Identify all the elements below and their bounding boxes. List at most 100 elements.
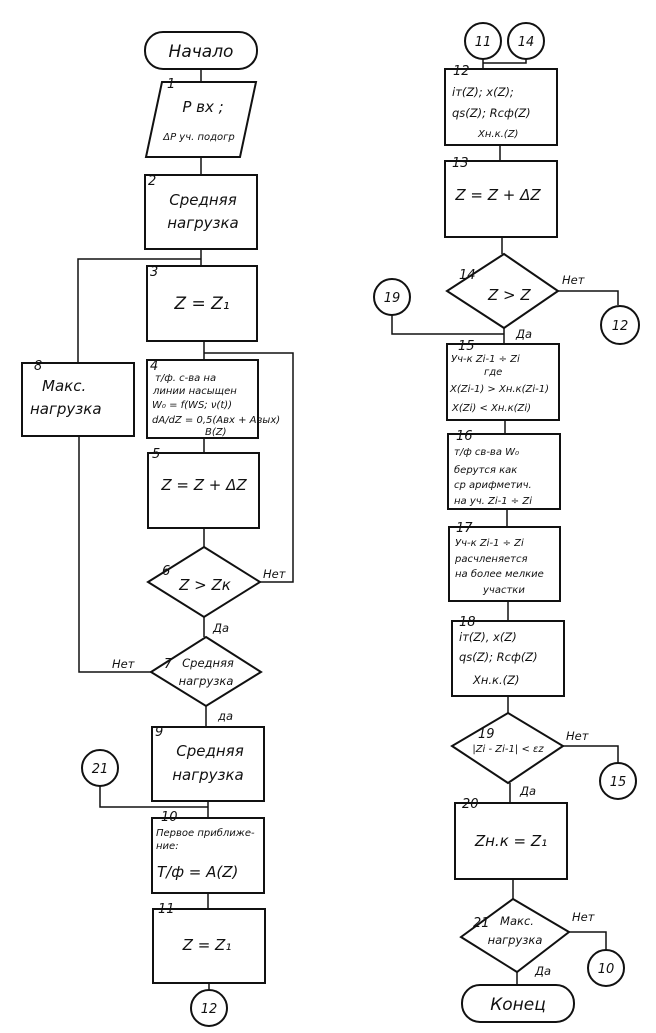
block-16-line-4: на уч. Zi-1 ÷ Zi	[454, 496, 532, 507]
connector-line	[563, 745, 619, 763]
connector-11: 11	[464, 22, 502, 60]
block-17-line-2: расчленяется	[454, 554, 527, 565]
block-5-number: 5	[152, 447, 160, 462]
block-4-line-1: т/ф. с-ва на	[155, 373, 216, 384]
block-7-yes-label: да	[217, 709, 233, 723]
block-10-number: 10	[161, 810, 178, 825]
block-9-line-2: нагрузка	[172, 766, 244, 784]
block-17-number: 17	[456, 521, 473, 536]
block-18-line-1: iт(Z), x(Z)	[459, 630, 517, 644]
block-7-no-label: Нет	[112, 657, 135, 671]
block-7-line-2: нагрузка	[179, 674, 234, 688]
block-1-line-2: ΔP уч. подогр	[162, 132, 235, 143]
block-8-line-2: нагрузка	[30, 400, 102, 418]
block-12-line-2: qs(Z); Rсф(Z)	[452, 106, 531, 120]
block-21-decision-max-load: 21 Макс. нагрузка	[459, 897, 571, 974]
block-4-thermo-properties: 4 т/ф. с-ва на линии насыщен W₀ = f(WS; …	[146, 359, 280, 439]
block-17-segment-split: 17 Уч-к Zi-1 ÷ Zi расчленяется на более …	[448, 521, 561, 602]
connector-line	[569, 931, 607, 951]
connector-14-label: 14	[518, 35, 535, 50]
connector-12-bottom: 12	[190, 989, 228, 1027]
block-3-z-init: 3 Z = Z₁	[146, 265, 258, 342]
block-7-decision-average-load: 7 Средняя нагрузка	[149, 635, 263, 708]
block-6-decision-z-gt-zk: 6 Z > Zк	[146, 545, 262, 619]
block-8-number: 8	[34, 359, 42, 374]
connector-line	[558, 290, 619, 305]
block-5-z-increment: 5 Z = Z + ΔZ	[147, 447, 260, 529]
block-10-first-approximation: 10 Первое приближе- ние: T/ф = A(Z)	[151, 810, 265, 894]
connector-15: 15	[599, 762, 637, 800]
block-3-number: 3	[150, 265, 158, 280]
connector-15-label: 15	[610, 775, 627, 790]
block-4-number: 4	[150, 359, 158, 374]
block-3-line-1: Z = Z₁	[173, 294, 229, 314]
block-18-parameters: 18 iт(Z), x(Z) qs(Z); Rсф(Z) Xн.к.(Z)	[451, 615, 565, 697]
block-12-number: 12	[453, 64, 470, 79]
block-4-line-4: dA/dZ = 0,5(Aвх + Aвых)	[152, 415, 280, 426]
block-18-line-3: Xн.к.(Z)	[472, 673, 520, 687]
connector-line	[483, 59, 527, 64]
connector-10: 10	[587, 949, 625, 987]
connector-19: 19	[373, 278, 411, 316]
block-6-line-1: Z > Zк	[178, 576, 231, 594]
block-18-number: 18	[459, 615, 476, 630]
connector-11-label: 11	[475, 35, 492, 50]
block-7-line-1: Средняя	[182, 656, 234, 670]
block-6-number: 6	[162, 564, 170, 579]
block-2-number: 2	[148, 174, 156, 189]
block-2-line-1: Средняя	[169, 191, 236, 209]
block-19-decision-convergence: 19 |Zi - Zi-1| < εz	[450, 711, 565, 785]
block-14-number: 14	[459, 268, 476, 283]
block-20-assignment: 20 Zн.к = Z₁	[454, 797, 568, 880]
block-19-number: 19	[478, 727, 495, 742]
block-4-line-2: линии насыщен	[152, 386, 237, 397]
block-10-line-3: T/ф = A(Z)	[157, 863, 238, 881]
connector-line-from-21	[99, 786, 208, 808]
block-14-yes-label: Да	[515, 327, 532, 341]
connector-line-block-7-no	[78, 436, 152, 673]
block-19-line-1: |Zi - Zi-1| < εz	[472, 744, 544, 755]
block-14-line-1: Z > Z	[487, 286, 531, 304]
block-5-line-1: Z = Z + ΔZ	[160, 476, 247, 494]
block-11-z-init: 11 Z = Z₁	[152, 902, 266, 984]
block-11-line-1: Z = Z₁	[182, 936, 232, 954]
block-2-average-load: 2 Средняя нагрузка	[144, 174, 258, 250]
connector-line-to-block-8	[77, 258, 201, 366]
connector-10-label: 10	[598, 962, 615, 977]
block-21-line-1: Макс.	[500, 914, 534, 928]
start-terminal: Начало	[144, 31, 258, 70]
block-16-line-2: берутся как	[454, 464, 517, 476]
block-4-line-5: B(Z)	[205, 427, 227, 438]
block-12-line-1: iт(Z); x(Z);	[452, 85, 514, 99]
block-17-line-4: участки	[482, 585, 525, 596]
block-4-line-3: W₀ = f(WS; ν(t))	[152, 400, 232, 411]
block-1-number: 1	[167, 77, 175, 92]
block-21-number: 21	[473, 916, 490, 931]
block-1-line-1: P вх ;	[182, 98, 223, 116]
end-label: Конец	[490, 995, 546, 1015]
block-16-number: 16	[456, 429, 473, 444]
connector-12-right-label: 12	[612, 319, 629, 334]
block-9-average-load: 9 Средняя нагрузка	[151, 725, 265, 802]
block-6-no-label: Нет	[263, 567, 286, 581]
block-15-number: 15	[458, 339, 475, 354]
block-15-line-4: X(Zi) < Xн.к(Zi)	[451, 403, 531, 414]
connector-12-right: 12	[600, 305, 640, 345]
block-10-line-1: Первое приближе-	[156, 827, 255, 839]
block-9-line-1: Средняя	[176, 742, 243, 760]
block-13-line-1: Z = Z + ΔZ	[454, 186, 541, 204]
block-1-input: 1 P вх ; ΔP уч. подогр	[144, 77, 258, 158]
connector-19-label: 19	[384, 291, 401, 306]
block-9-number: 9	[155, 725, 163, 740]
block-16-line-3: ср арифметич.	[454, 480, 532, 491]
loop-line-block-6-no	[204, 352, 294, 583]
block-12-parameters: 12 iт(Z); x(Z); qs(Z); Rсф(Z) Xн.к.(Z)	[444, 64, 558, 146]
block-12-line-3: Xн.к.(Z)	[477, 129, 518, 140]
end-terminal: Конец	[461, 984, 575, 1023]
block-17-line-3: на более мелкие	[455, 568, 544, 580]
block-14-no-label: Нет	[562, 273, 585, 287]
block-7-number: 7	[164, 657, 173, 672]
block-17-line-1: Уч-к Zi-1 ÷ Zi	[455, 538, 524, 549]
block-15-line-1: Уч-к Zi-1 ÷ Zi	[451, 354, 520, 365]
